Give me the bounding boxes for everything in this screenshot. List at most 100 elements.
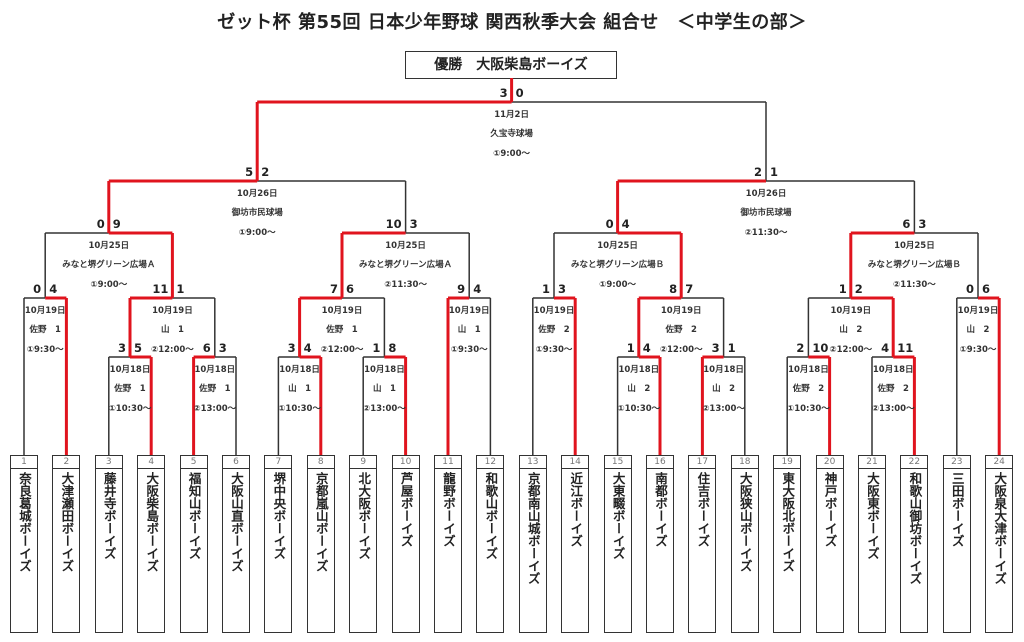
team-number: 12: [477, 456, 504, 469]
score-right: 4: [49, 282, 57, 296]
match-time: ①9:00～: [599, 280, 636, 290]
score-right: 3: [410, 217, 418, 231]
match-date: 10月26日: [746, 189, 787, 199]
match-time: ②11:30～: [384, 280, 427, 290]
match-venue: 山 1: [288, 383, 311, 394]
team-number: 14: [562, 456, 589, 469]
team-name: 大津瀬田ボーイズ: [59, 472, 75, 572]
team-number: 3: [95, 456, 122, 469]
score-right: 0: [516, 86, 524, 100]
match-date: 10月19日: [958, 306, 999, 316]
match-date: 10月25日: [385, 241, 426, 251]
score-left: 4: [881, 341, 889, 355]
score-left: 1: [542, 282, 550, 296]
match-time: ①9:00～: [90, 280, 127, 290]
match-time: ①9:00～: [239, 228, 276, 238]
match-date: 10月26日: [237, 189, 278, 199]
match-date: 10月18日: [279, 365, 320, 375]
score-right: 8: [388, 341, 396, 355]
score-left: 1: [839, 282, 847, 296]
score-left: 8: [669, 282, 677, 296]
match-venue: 佐野 1: [325, 324, 358, 335]
match-venue: 御坊市民球場: [739, 207, 792, 218]
team-number: 21: [859, 456, 885, 469]
team-box: 11 龍野ボーイズ: [434, 455, 462, 633]
team-name: 神戸ボーイズ: [822, 472, 838, 547]
team-name: 和歌山ボーイズ: [483, 472, 499, 560]
match-venue: 山 1: [458, 324, 481, 335]
match-venue: 佐野 2: [664, 324, 697, 335]
team-number: 17: [689, 456, 716, 469]
team-name: 大阪狭山ボーイズ: [737, 472, 753, 572]
team-name: 北大阪ボーイズ: [356, 472, 372, 560]
match-date: 10月19日: [25, 306, 66, 316]
match-venue: みなと堺グリーン広場Ｂ: [868, 259, 961, 270]
match-venue: 山 2: [627, 383, 650, 394]
team-number: 22: [901, 456, 928, 469]
team-name: 京都嵐山ボーイズ: [313, 472, 329, 572]
team-name: 堺中央ボーイズ: [271, 472, 287, 560]
match-time: ①9:30～: [960, 345, 997, 355]
score-right: 2: [855, 282, 863, 296]
score-left: 0: [33, 282, 41, 296]
score-left: 10: [386, 217, 402, 231]
score-right: 6: [982, 282, 990, 296]
match-date: 10月18日: [703, 365, 744, 375]
team-number: 10: [392, 456, 419, 469]
match-time: ①10:30～: [787, 404, 830, 414]
match-date: 10月19日: [322, 306, 363, 316]
score-right: 6: [346, 282, 354, 296]
score-left: 0: [966, 282, 974, 296]
team-name: 住吉ボーイズ: [695, 472, 711, 547]
match-time: ②13:00～: [872, 404, 915, 414]
match-date: 10月18日: [110, 365, 151, 375]
team-name: 東大阪北ボーイズ: [780, 472, 796, 572]
team-name: 龍野ボーイズ: [441, 472, 456, 547]
score-right: 3: [918, 217, 926, 231]
team-number: 5: [180, 456, 207, 469]
score-right: 5: [134, 341, 142, 355]
team-name: 京都南山城ボーイズ: [525, 472, 541, 585]
team-name: 大東畷ボーイズ: [610, 472, 626, 560]
score-left: 6: [203, 341, 211, 355]
match-date: 10月25日: [597, 241, 638, 251]
match-date: 10月19日: [152, 306, 193, 316]
match-venue: 佐野 2: [876, 383, 909, 394]
score-left: 3: [118, 341, 126, 355]
match-time: ②11:30～: [745, 228, 788, 238]
team-name: 和歌山御坊ボーイズ: [907, 472, 923, 585]
score-right: 3: [219, 341, 227, 355]
match-venue: 佐野 2: [537, 324, 570, 335]
match-venue: 山 2: [967, 324, 990, 335]
score-right: 2: [261, 165, 269, 179]
team-name: 大阪柴島ボーイズ: [144, 472, 160, 572]
match-date: 10月18日: [873, 365, 914, 375]
team-number: 6: [223, 456, 249, 469]
team-name: 大阪泉大津ボーイズ: [992, 472, 1008, 585]
score-left: 0: [97, 217, 105, 231]
match-date: 10月25日: [894, 241, 935, 251]
team-number: 19: [774, 456, 801, 469]
team-number: 11: [435, 456, 461, 469]
match-time: ②12:00～: [151, 345, 194, 355]
score-right: 10: [812, 341, 828, 355]
score-left: 0: [606, 217, 614, 231]
match-date: 10月18日: [788, 365, 829, 375]
